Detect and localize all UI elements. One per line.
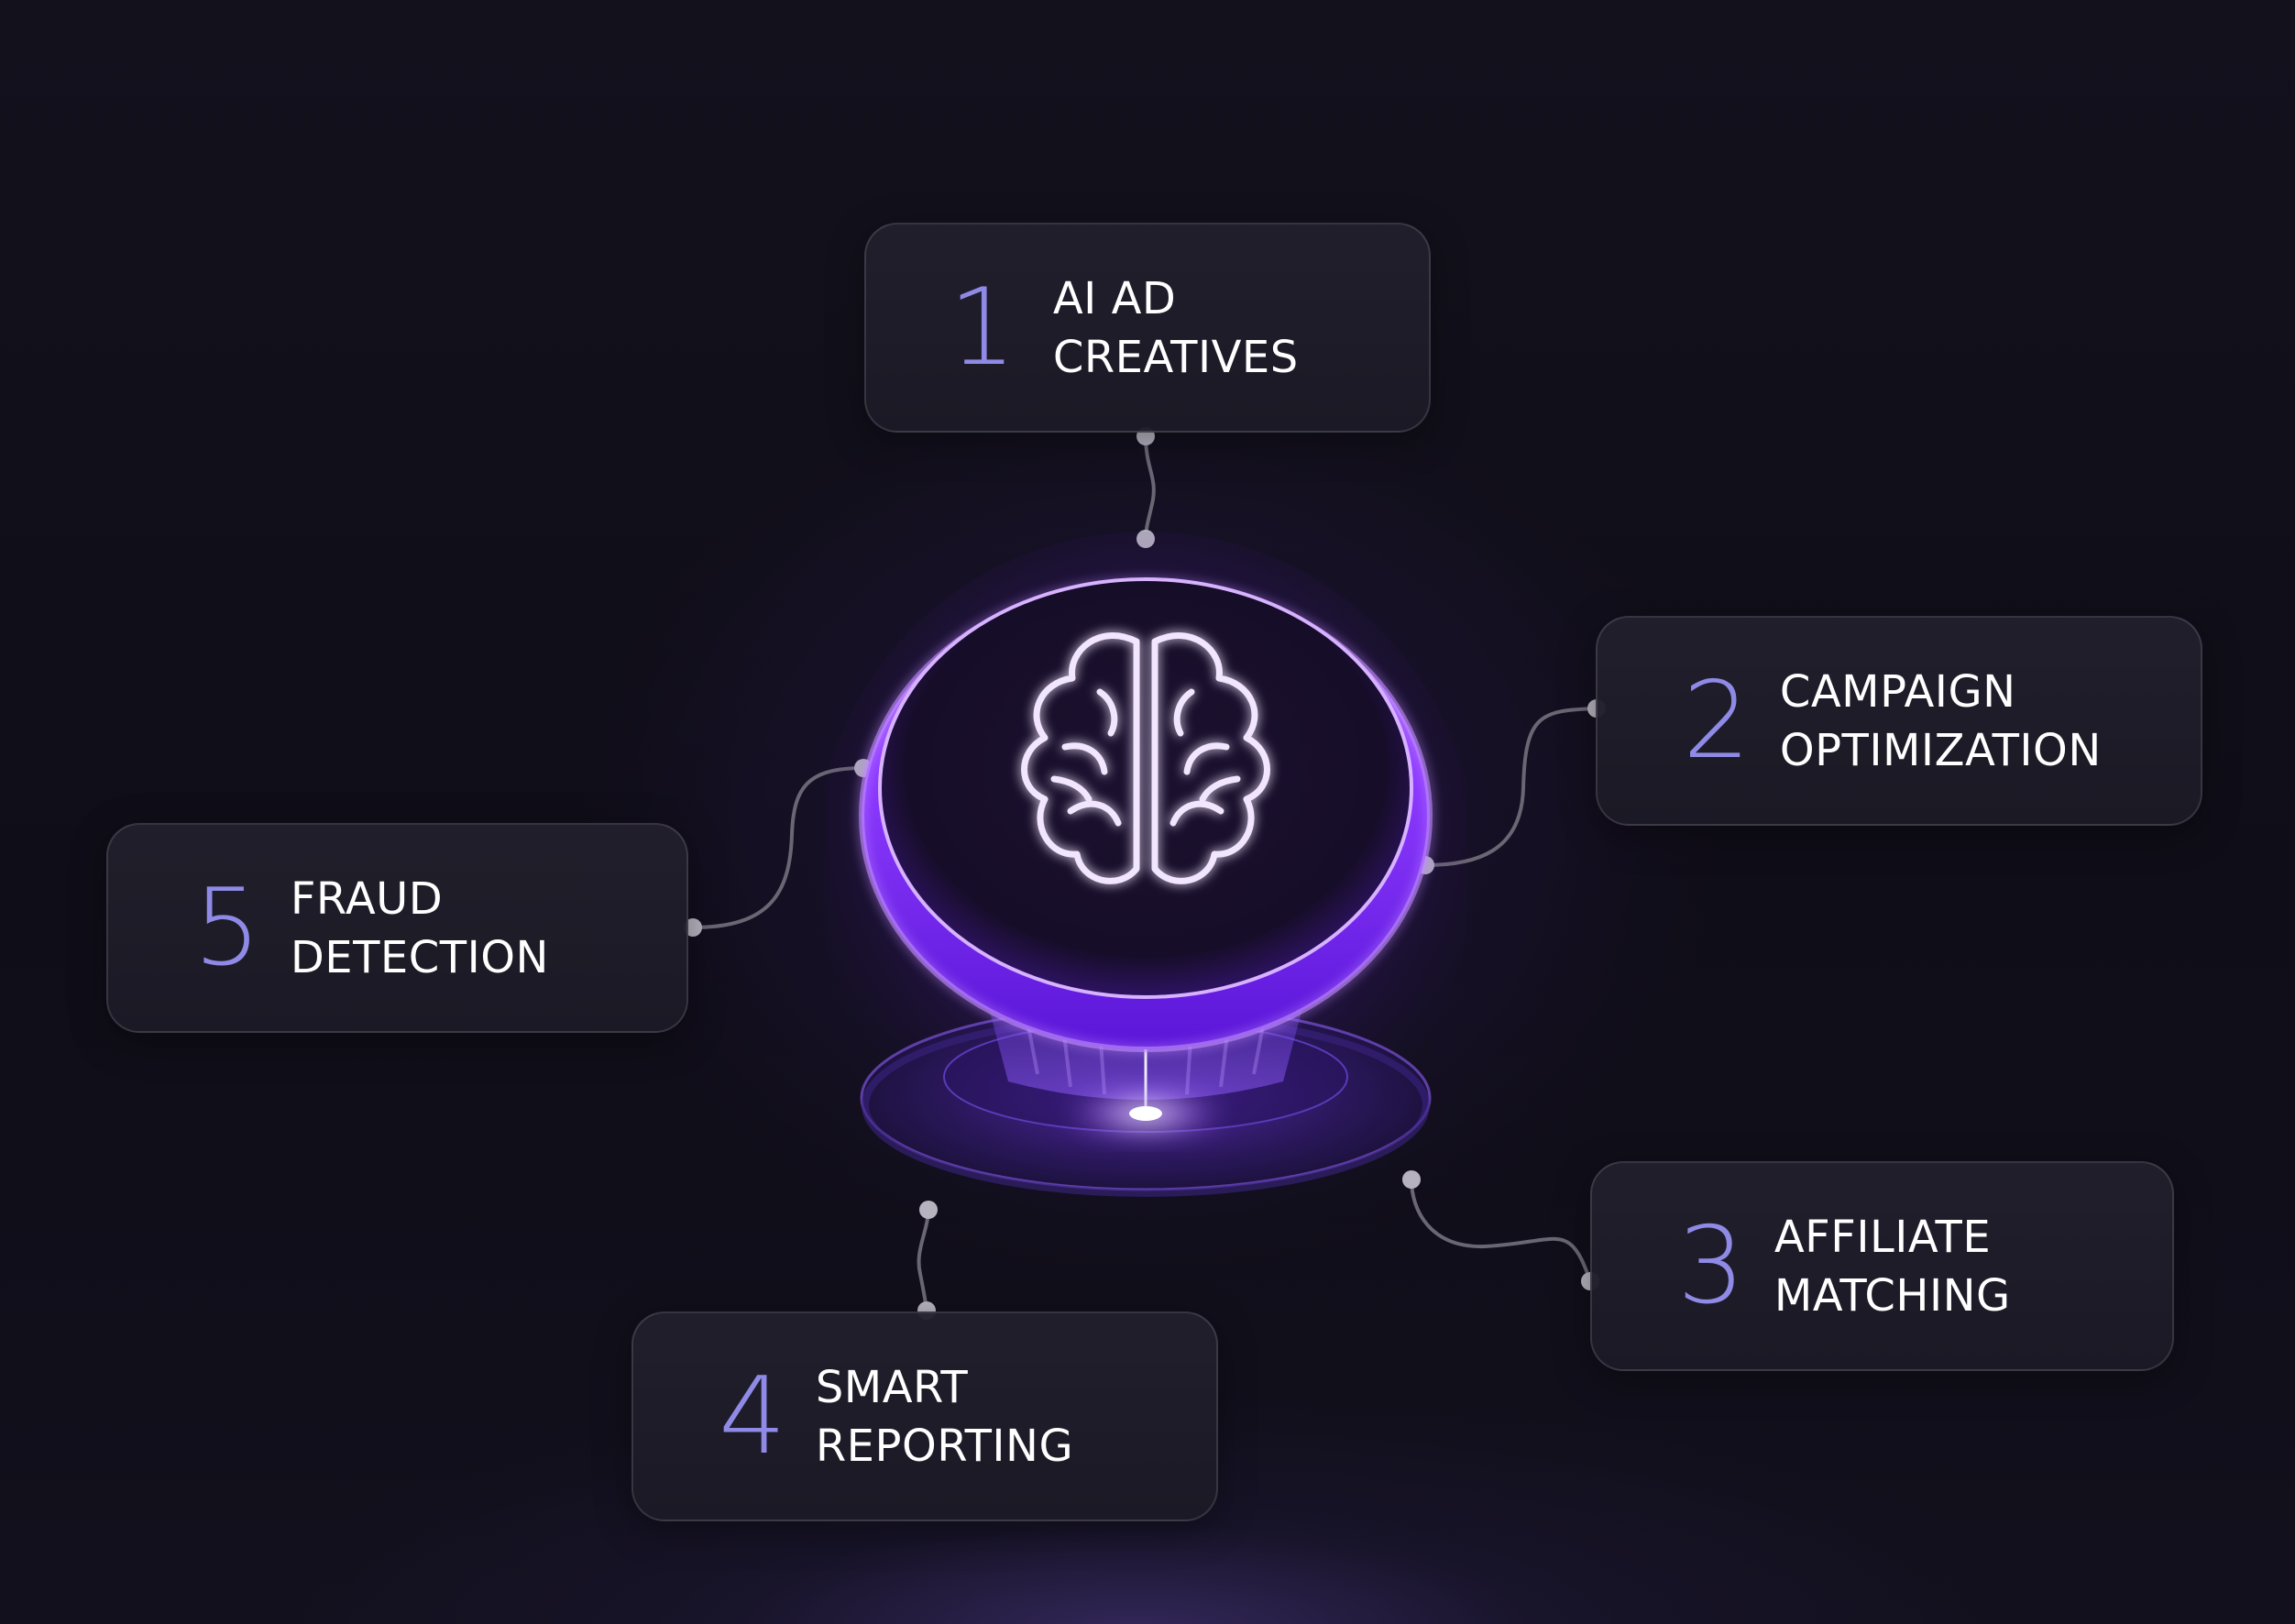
feature-card-affiliate-matching: 3 AFFILIATE MATCHING (1590, 1161, 2174, 1371)
connector-3 (1410, 1178, 1592, 1283)
feature-label: AI AD CREATIVES (1052, 272, 1299, 383)
connector-2 (1423, 707, 1598, 867)
node-5b (684, 918, 702, 937)
feature-number: 2 (1683, 658, 1751, 783)
brain-icon (1021, 632, 1270, 884)
feature-label: AFFILIATE MATCHING (1773, 1211, 2011, 1322)
feature-card-campaign-optimization: 2 CAMPAIGN OPTIMIZATION (1596, 616, 2202, 826)
connector-1 (1144, 434, 1156, 541)
feature-number: 5 (193, 865, 261, 990)
feature-label: FRAUD DETECTION (290, 872, 549, 983)
platform-top (878, 577, 1413, 999)
feature-number: 3 (1677, 1203, 1745, 1328)
node-3a (1402, 1170, 1421, 1189)
connector-5 (691, 766, 865, 929)
feature-number: 1 (949, 265, 1016, 390)
feature-label: SMART REPORTING (815, 1361, 1074, 1472)
feature-card-smart-reporting: 4 SMART REPORTING (631, 1311, 1218, 1521)
ai-core-platform (825, 532, 1466, 1197)
feature-card-ai-ad-creatives: 1 AI AD CREATIVES (864, 223, 1431, 433)
feature-label: CAMPAIGN OPTIMIZATION (1779, 665, 2102, 776)
node-4a (919, 1201, 938, 1219)
feature-number: 4 (719, 1354, 786, 1478)
feature-card-fraud-detection: 5 FRAUD DETECTION (106, 823, 688, 1033)
